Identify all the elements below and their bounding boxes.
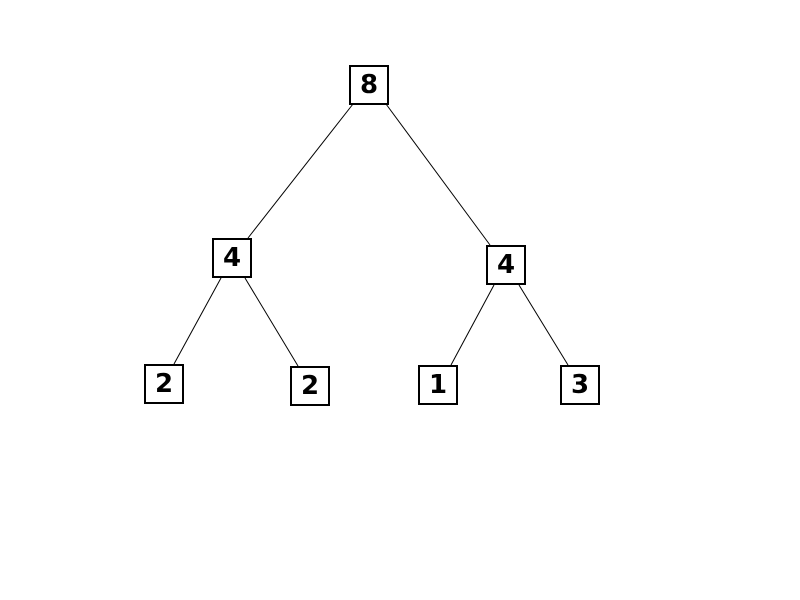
edge-root-left <box>247 103 354 239</box>
node-right-right-value: 3 <box>570 370 590 400</box>
node-left-right-value: 2 <box>300 371 320 401</box>
node-right-left: 1 <box>418 365 458 405</box>
node-root: 8 <box>349 65 389 105</box>
node-left: 4 <box>212 238 252 278</box>
edge-right-rightleft <box>450 284 495 366</box>
edge-left-leftleft <box>173 277 222 365</box>
node-left-left-value: 2 <box>154 369 174 399</box>
node-root-value: 8 <box>359 70 379 100</box>
edge-left-leftright <box>244 277 299 367</box>
edge-root-right <box>385 103 491 246</box>
node-right: 4 <box>486 245 526 285</box>
node-right-value: 4 <box>496 250 516 280</box>
node-right-left-value: 1 <box>428 370 448 400</box>
node-left-value: 4 <box>222 243 242 273</box>
edge-right-rightright <box>518 284 569 366</box>
node-left-right: 2 <box>290 366 330 406</box>
node-right-right: 3 <box>560 365 600 405</box>
node-left-left: 2 <box>144 364 184 404</box>
